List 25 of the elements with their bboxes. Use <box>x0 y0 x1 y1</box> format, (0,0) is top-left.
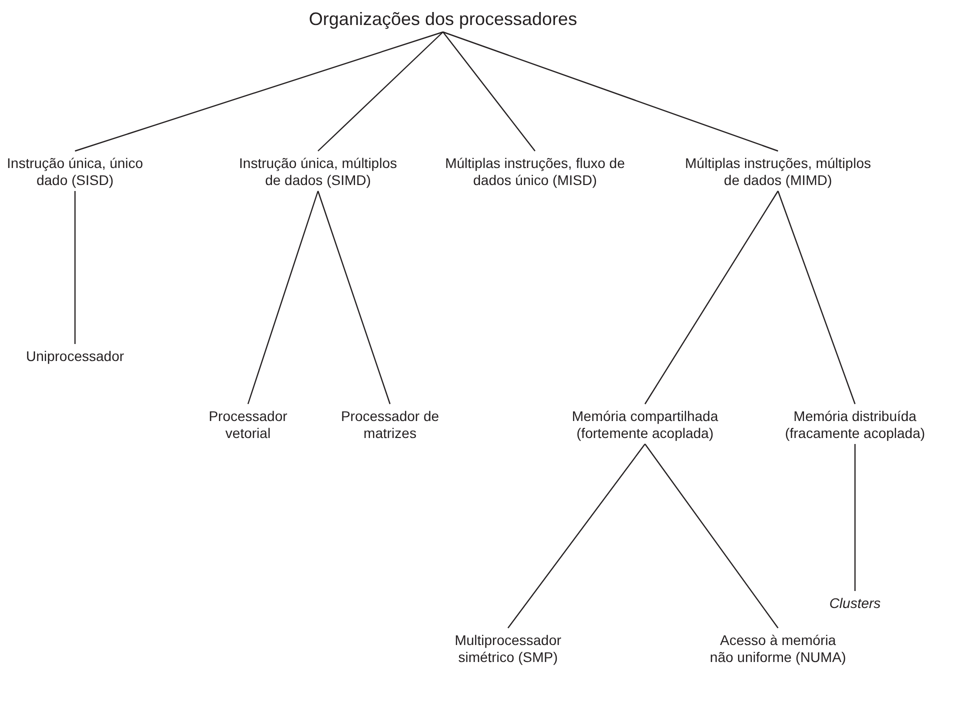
tree-node-label: Clusters <box>815 595 895 612</box>
tree-node-label: Memória compartilhada (fortemente acoplada) <box>550 408 740 442</box>
tree-connector-line <box>317 190 391 404</box>
tree-node-label: Organizações dos processadores <box>303 8 583 30</box>
tree-connector-line <box>74 191 76 344</box>
tree-node-label: Múltiplas instruções, múltiplos de dados (MIMD) <box>683 155 873 189</box>
tree-node-label: Instrução única, único dado (SISD) <box>5 155 145 189</box>
tree-node-label: Memória distribuída (fracamente acoplada) <box>760 408 950 442</box>
tree-node-label: Processador de matrizes <box>335 408 445 442</box>
tree-node-label: Múltiplas instruções, fluxo de dados único (MISD) <box>440 155 630 189</box>
tree-connector-line <box>644 190 778 404</box>
tree-node-label: Instrução única, múltiplos de dados (SIMD) <box>233 155 403 189</box>
tree-connector-line <box>318 32 444 152</box>
tree-node-label: Acesso à memória não uniforme (NUMA) <box>708 632 848 666</box>
tree-connector-line <box>442 31 778 152</box>
tree-node-label: Processador vetorial <box>193 408 303 442</box>
tree-connector-line <box>644 444 778 628</box>
tree-node-label: Multiprocessador simétrico (SMP) <box>433 632 583 666</box>
tree-connector-line <box>442 32 536 152</box>
tree-connector-line <box>247 190 319 404</box>
tree-connector-line <box>777 190 856 404</box>
tree-connector-line <box>854 444 856 591</box>
tree-node-label: Uniprocessador <box>10 348 140 365</box>
tree-connector-line <box>74 31 444 152</box>
tree-connector-line <box>508 444 646 628</box>
